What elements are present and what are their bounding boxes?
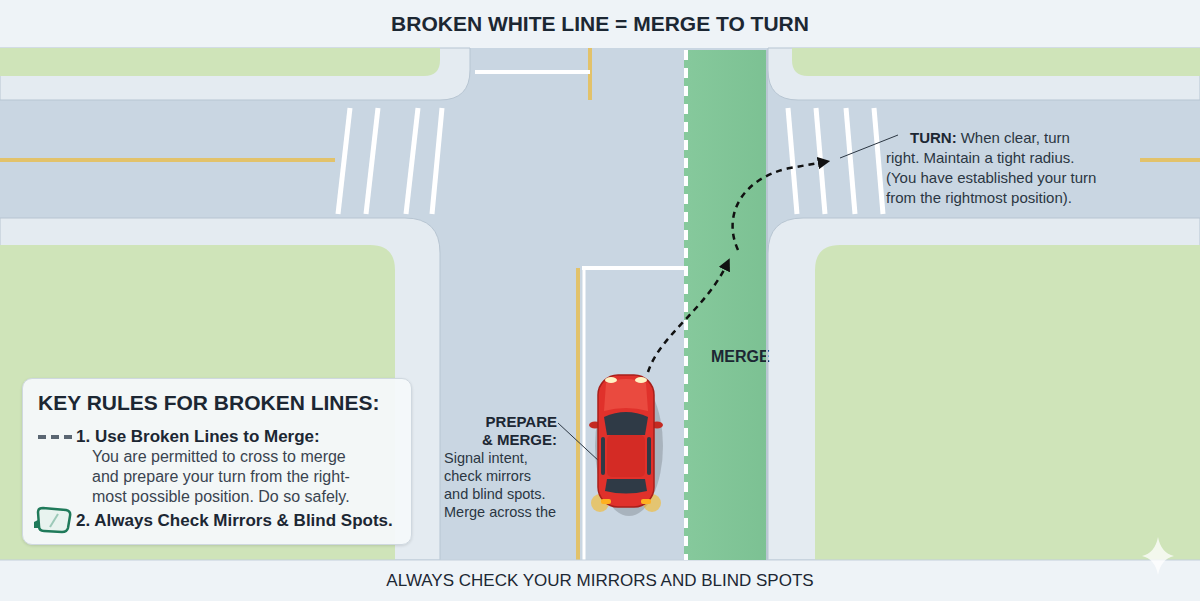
lane-label: MERGE [711,348,770,366]
tail-light [641,499,651,504]
sidewalk [768,218,1200,560]
sidewalk [0,48,470,100]
broken-white-line [684,50,688,560]
dash [51,435,59,439]
rear-window [605,479,647,494]
merge-lane: MERGE [684,50,768,560]
crosswalk-bar [406,108,418,214]
car-roof [607,435,645,477]
turn-path [733,162,824,250]
crosswalk-bar [338,108,350,214]
crosswalk-bar [788,108,797,214]
crosswalk-bar [432,108,442,214]
dashed-line-icon [38,435,72,439]
lane-edge [766,50,768,560]
rule-body: You are permitted to cross to merge and … [92,447,364,507]
sidewalk [768,48,1200,100]
callout-text: TURN: [910,129,957,146]
stop-line [582,266,684,270]
rule-heading: 1. Use Broken Lines to Merge: [76,427,320,447]
crosswalk [338,108,883,214]
tail-light [601,499,611,504]
watermark-sparkle [1142,537,1174,575]
dash [38,435,46,439]
stop-line [475,70,590,74]
mirror-glint [50,514,58,527]
center-line [0,158,335,162]
crosswalk-bar [846,108,855,214]
prepare-callout: PREPARE & MERGE:Signal intent, check mir… [444,413,557,521]
mirror-icon [34,508,70,532]
footer-rule [0,560,1200,561]
diagram-title: BROKEN WHITE LINE = MERGE TO TURN [0,0,1200,48]
header-band [0,0,1200,48]
windshield [604,412,648,435]
box-heading: KEY RULES FOR BROKEN LINES: [38,391,379,415]
grass [815,245,1200,560]
sidewalk [0,218,440,560]
mirror-mount [34,520,39,528]
center-line [1140,158,1200,162]
car-hood [604,379,648,411]
leader-line [558,423,600,462]
callout-text: Signal intent, check mirrors and blind s… [444,450,556,520]
car [589,375,663,516]
center-line [576,268,580,560]
dash [64,435,72,439]
callout-text: PREPARE & MERGE: [477,413,557,449]
side-window [601,437,605,475]
rules-box: KEY RULES FOR BROKEN LINES: 1. Use Broken… [22,378,412,545]
footer-band [0,560,1200,601]
mirror-frame [38,508,70,532]
road-surface [0,48,1200,560]
headlight [605,377,617,383]
lane-line [583,268,586,560]
crosswalk-bar [874,108,883,214]
grass [0,245,395,560]
car-body [598,375,654,507]
crosswalk-bar [366,108,378,214]
rule-heading: 2. Always Check Mirrors & Blind Spots. [76,511,393,531]
headlight [635,377,647,383]
diagram-caption: ALWAYS CHECK YOUR MIRRORS AND BLIND SPOT… [0,560,1200,601]
merge-path [648,264,727,372]
grass [792,48,1200,76]
turn-callout: TURN:When clear, turn right. Maintain a … [886,128,1103,208]
side-window [647,437,651,475]
grass [0,48,440,76]
car-shadow [595,376,663,516]
